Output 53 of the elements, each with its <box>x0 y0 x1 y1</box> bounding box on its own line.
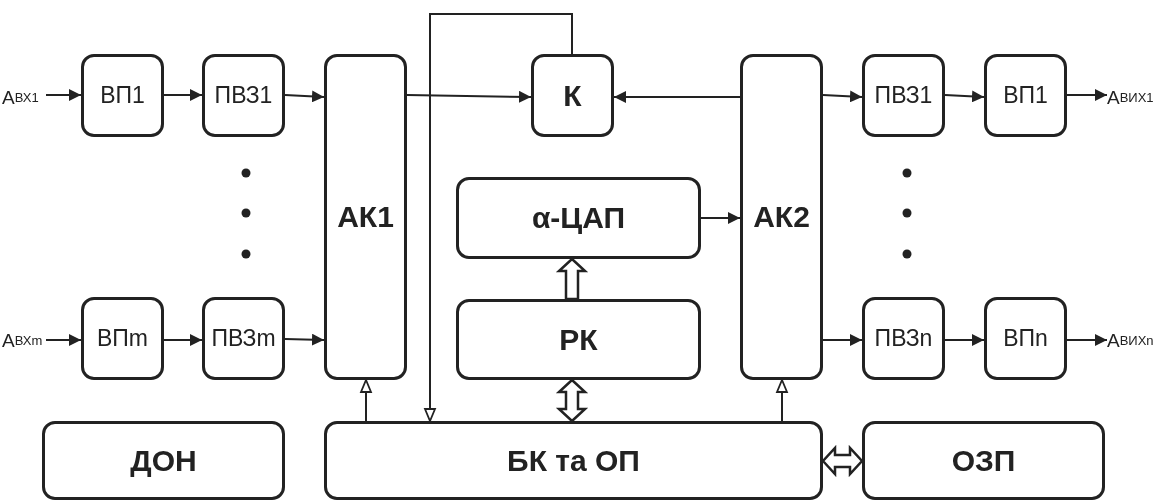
block-label: ДОН <box>130 443 197 478</box>
block-box <box>202 297 285 380</box>
arrow <box>1066 334 1108 346</box>
arrow <box>163 334 203 346</box>
arrow <box>163 89 203 101</box>
block-label: АК1 <box>337 200 394 234</box>
block-box <box>81 54 164 137</box>
arrow <box>613 91 741 103</box>
block-box <box>984 54 1067 137</box>
arrow <box>45 334 82 346</box>
bus-arrow <box>555 378 589 423</box>
block-box <box>862 297 945 380</box>
block-label: К <box>563 78 582 113</box>
block-box <box>456 299 701 380</box>
block-box <box>202 54 285 137</box>
block-label: ВП1 <box>100 82 145 109</box>
block-label: ВПm <box>97 325 148 352</box>
block-label: ВП1 <box>1003 82 1048 109</box>
arrow <box>776 379 788 422</box>
arrow <box>700 212 741 224</box>
block-box <box>42 421 285 500</box>
arrow <box>45 89 82 101</box>
block-label: ВПn <box>1003 325 1048 352</box>
bus-arrow <box>821 444 864 478</box>
block-label: ОЗП <box>951 443 1016 478</box>
block-label: РК <box>559 322 598 357</box>
arrow <box>406 90 532 103</box>
arrow <box>944 90 985 103</box>
block-box <box>324 54 407 380</box>
block-label: БК та ОП <box>507 443 640 478</box>
block-box <box>862 54 945 137</box>
block-box <box>456 177 701 259</box>
block-label: ПВЗ1 <box>874 82 933 109</box>
arrow <box>1066 89 1108 101</box>
block-label: ПВЗn <box>874 325 933 352</box>
block-box <box>531 54 614 137</box>
arrow <box>822 90 863 103</box>
bus-arrow <box>555 257 589 301</box>
block-box <box>984 297 1067 380</box>
arrow <box>424 13 573 422</box>
block-box <box>324 421 823 500</box>
arrow <box>822 334 863 346</box>
arrow <box>360 379 372 422</box>
block-box <box>740 54 823 380</box>
arrow <box>284 333 325 346</box>
block-label: ПВЗm <box>211 325 276 352</box>
block-box <box>81 297 164 380</box>
block-label: α-ЦАП <box>531 201 626 235</box>
arrow <box>284 90 325 103</box>
block-label: ПВЗ1 <box>214 82 273 109</box>
arrow <box>944 334 985 346</box>
block-label: АК2 <box>753 200 810 234</box>
block-box <box>862 421 1105 500</box>
